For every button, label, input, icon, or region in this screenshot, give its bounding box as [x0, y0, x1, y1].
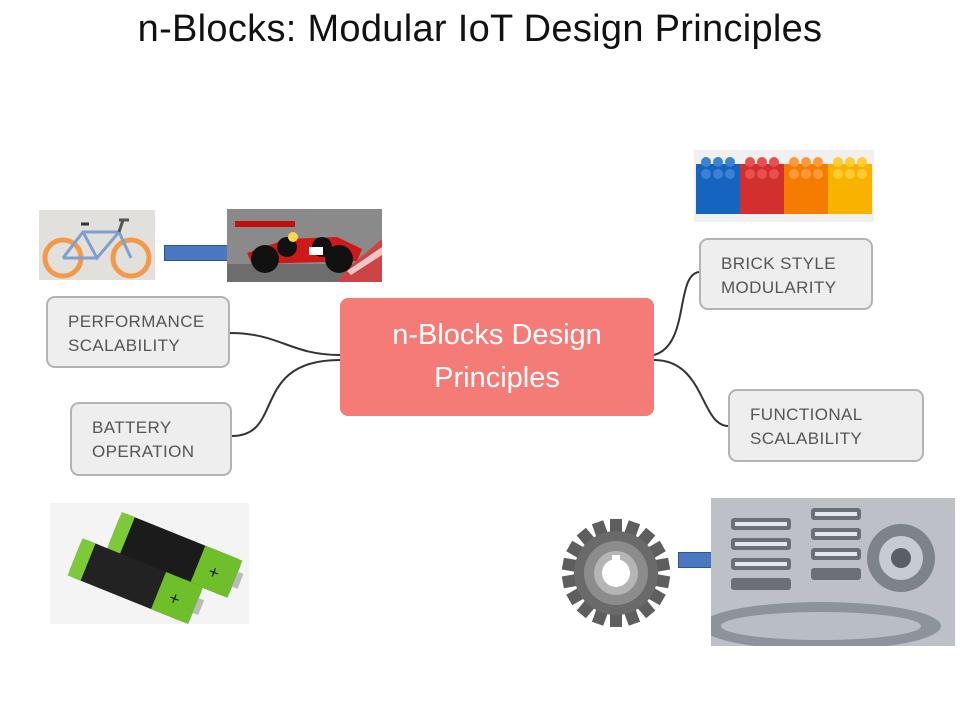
topic-brick-style-modularity: BRICK STYLE MODULARITY: [699, 238, 873, 310]
central-topic-line2: Principles: [434, 362, 560, 394]
topic-label-line2: SCALABILITY: [750, 429, 863, 448]
toy-bricks-image: [694, 150, 874, 222]
topic-label-line1: BRICK STYLE: [721, 254, 836, 273]
gearbox-image: [711, 498, 955, 646]
topic-performance-scalability: PERFORMANCE SCALABILITY: [46, 296, 230, 368]
topic-functional-scalability: FUNCTIONAL SCALABILITY: [728, 389, 924, 462]
svg-text:+: +: [205, 563, 222, 582]
central-topic: n-Blocks Design Principles: [340, 298, 654, 416]
bicycle-to-racecar-arrow: [164, 237, 257, 269]
central-topic-line1: n-Blocks Design: [392, 319, 602, 351]
page-title: n-Blocks: Modular IoT Design Principles: [137, 8, 823, 50]
topic-label-line2: OPERATION: [92, 442, 195, 461]
topic-label-line1: PERFORMANCE: [68, 312, 205, 331]
batteries-image: + +: [50, 503, 249, 624]
topic-label-line2: SCALABILITY: [68, 336, 181, 355]
connector-battery: [231, 359, 341, 437]
gear-image: [560, 518, 672, 628]
topic-label-line1: BATTERY: [92, 418, 172, 437]
race-car-image: [227, 209, 382, 282]
connector-functional: [653, 359, 729, 427]
svg-text:+: +: [166, 589, 183, 608]
bicycle-image: [39, 210, 155, 280]
topic-battery-operation: BATTERY OPERATION: [70, 402, 232, 476]
connector-brick: [653, 271, 700, 356]
connector-performance: [229, 332, 341, 356]
topic-label-line1: FUNCTIONAL: [750, 405, 863, 424]
topic-label-line2: MODULARITY: [721, 278, 837, 297]
